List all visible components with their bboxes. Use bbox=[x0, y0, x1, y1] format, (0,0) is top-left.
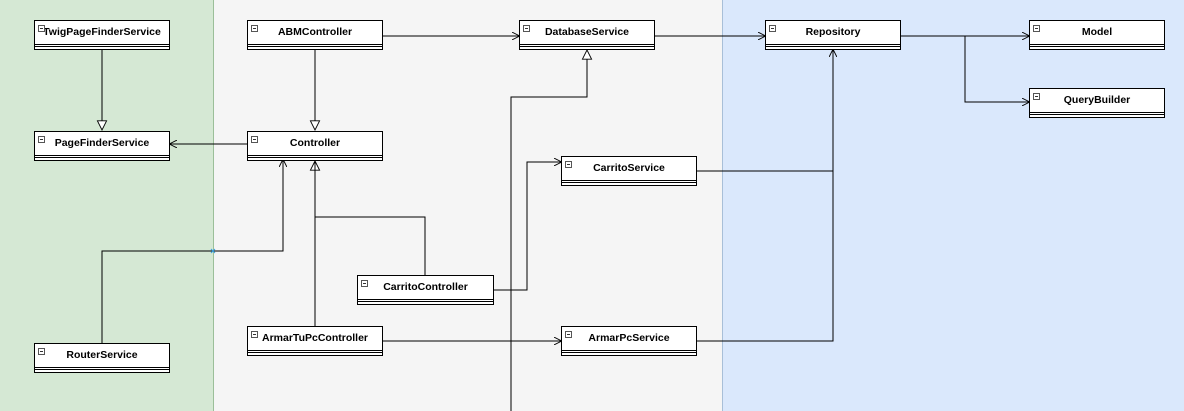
class-armar-pc-service[interactable]: ArmarPcService bbox=[561, 326, 697, 356]
compartment-divider bbox=[35, 369, 169, 370]
class-name: CarritoService bbox=[562, 157, 696, 181]
class-name: TwigPageFinderService bbox=[35, 21, 169, 45]
swimlane-left bbox=[0, 0, 214, 411]
class-name: DatabaseService bbox=[520, 21, 654, 45]
class-name: QueryBuilder bbox=[1030, 89, 1164, 113]
class-name: PageFinderService bbox=[35, 132, 169, 156]
collapse-toggle-icon[interactable] bbox=[565, 331, 572, 338]
edge-router-to-controller bbox=[101, 160, 283, 343]
class-page-finder-service[interactable]: PageFinderService bbox=[34, 131, 170, 161]
class-name: Controller bbox=[248, 132, 382, 156]
class-router-service[interactable]: RouterService bbox=[34, 343, 170, 373]
collapse-toggle-icon[interactable] bbox=[565, 161, 572, 168]
collapse-toggle-icon[interactable] bbox=[251, 136, 258, 143]
compartment-divider bbox=[562, 352, 696, 353]
edge-carritocontroller-to-controller bbox=[315, 161, 426, 275]
swimlane-right bbox=[723, 0, 1184, 411]
compartment-divider bbox=[562, 182, 696, 183]
collapse-toggle-icon[interactable] bbox=[523, 25, 530, 32]
class-name: ArmarTuPcController bbox=[248, 327, 382, 351]
edge-repository-to-querybuilder bbox=[901, 35, 1029, 102]
compartment-divider bbox=[35, 46, 169, 47]
compartment-divider bbox=[358, 301, 493, 302]
class-carrito-controller[interactable]: CarritoController bbox=[357, 275, 494, 305]
collapse-toggle-icon[interactable] bbox=[251, 25, 258, 32]
class-name: Model bbox=[1030, 21, 1164, 45]
line-jump-marker bbox=[210, 248, 216, 254]
compartment-divider bbox=[766, 46, 900, 47]
edge-carritocontroller-to-carritoservice bbox=[494, 162, 561, 291]
class-carrito-service[interactable]: CarritoService bbox=[561, 156, 697, 186]
collapse-toggle-icon[interactable] bbox=[361, 280, 368, 287]
compartment-divider bbox=[248, 157, 382, 158]
collapse-toggle-icon[interactable] bbox=[1033, 93, 1040, 100]
compartment-divider bbox=[1030, 114, 1164, 115]
class-database-service[interactable]: DatabaseService bbox=[519, 20, 655, 50]
class-query-builder[interactable]: QueryBuilder bbox=[1029, 88, 1165, 118]
collapse-toggle-icon[interactable] bbox=[251, 331, 258, 338]
class-name: ArmarPcService bbox=[562, 327, 696, 351]
collapse-toggle-icon[interactable] bbox=[38, 136, 45, 143]
collapse-toggle-icon[interactable] bbox=[38, 348, 45, 355]
compartment-divider bbox=[1030, 46, 1164, 47]
class-name: ABMController bbox=[248, 21, 382, 45]
class-model[interactable]: Model bbox=[1029, 20, 1165, 50]
compartment-divider bbox=[248, 46, 382, 47]
class-name: Repository bbox=[766, 21, 900, 45]
class-abm-controller[interactable]: ABMController bbox=[247, 20, 383, 50]
class-twig-page-finder-service[interactable]: TwigPageFinderService bbox=[34, 20, 170, 50]
compartment-divider bbox=[520, 46, 654, 47]
compartment-divider bbox=[35, 157, 169, 158]
collapse-toggle-icon[interactable] bbox=[1033, 25, 1040, 32]
class-name: CarritoController bbox=[358, 276, 493, 300]
class-armar-tu-pc-controller[interactable]: ArmarTuPcController bbox=[247, 326, 383, 356]
edge-carritoservice-to-repository bbox=[697, 50, 833, 172]
collapse-toggle-icon[interactable] bbox=[769, 25, 776, 32]
compartment-divider bbox=[248, 352, 382, 353]
class-controller[interactable]: Controller bbox=[247, 131, 383, 161]
class-name: RouterService bbox=[35, 344, 169, 368]
collapse-toggle-icon[interactable] bbox=[38, 25, 45, 32]
edge-service-to-database bbox=[510, 50, 587, 411]
class-repository[interactable]: Repository bbox=[765, 20, 901, 50]
edge-armarpcservice-to-repository bbox=[697, 171, 834, 342]
